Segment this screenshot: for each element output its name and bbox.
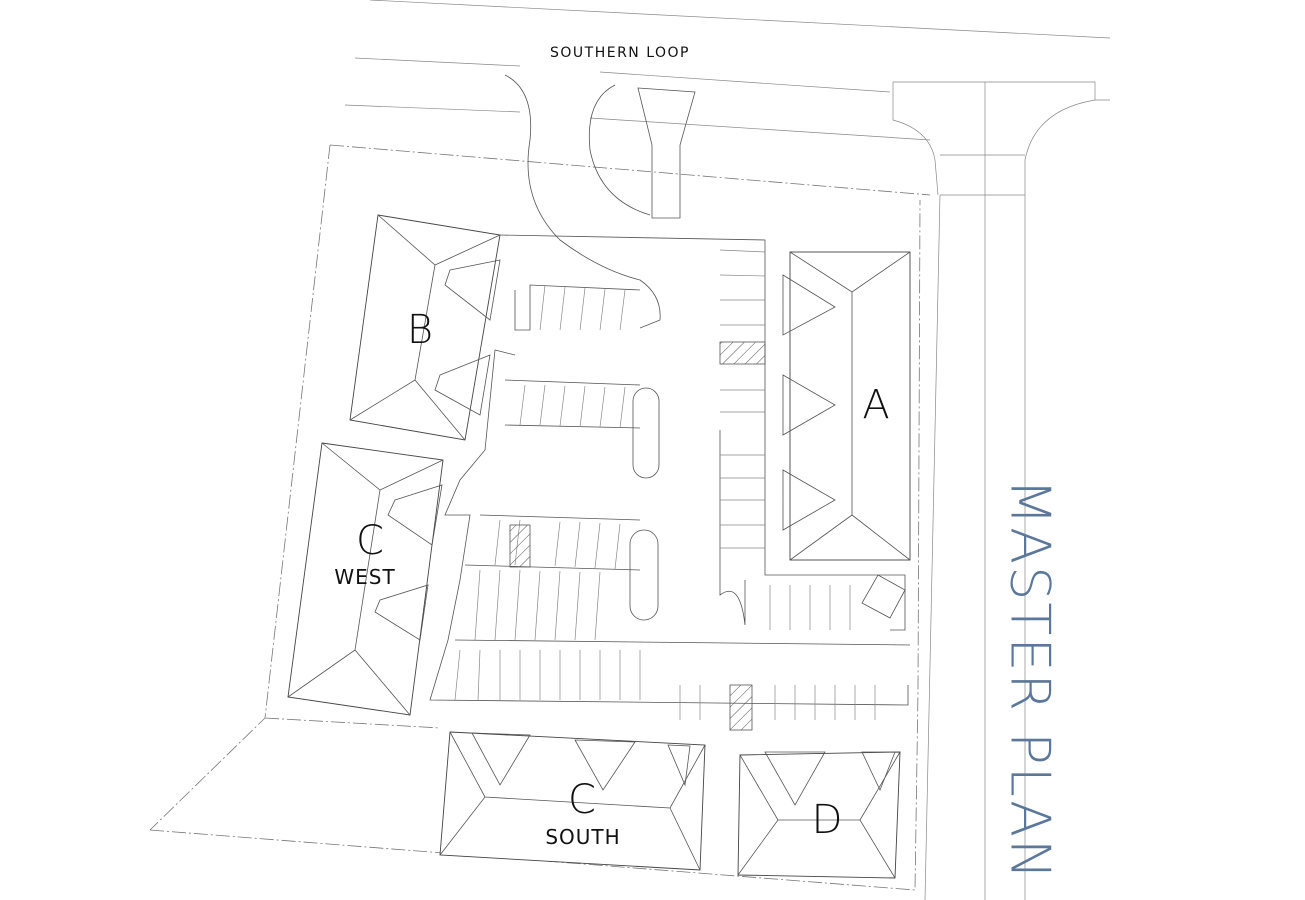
building-label-a: A xyxy=(862,382,890,428)
building-c-south xyxy=(439,731,706,871)
building-label-c-south: C xyxy=(568,777,596,823)
parking-lot xyxy=(429,234,911,731)
road-label-southern-loop: SOUTHERN LOOP xyxy=(549,45,691,61)
building-label-d: D xyxy=(811,797,843,843)
building-label-b: B xyxy=(406,307,434,353)
building-sublabel-west: WEST xyxy=(334,565,396,589)
building-d xyxy=(737,751,901,879)
building-a xyxy=(782,251,911,561)
entry-driveway xyxy=(504,74,696,329)
building-label-c-west: C xyxy=(356,518,384,564)
building-b xyxy=(349,214,501,441)
page-title: MASTER PLAN xyxy=(998,478,1062,882)
southern-loop-road xyxy=(329,0,1111,900)
building-sublabel-south: SOUTH xyxy=(545,825,621,849)
building-c-west xyxy=(287,442,444,716)
